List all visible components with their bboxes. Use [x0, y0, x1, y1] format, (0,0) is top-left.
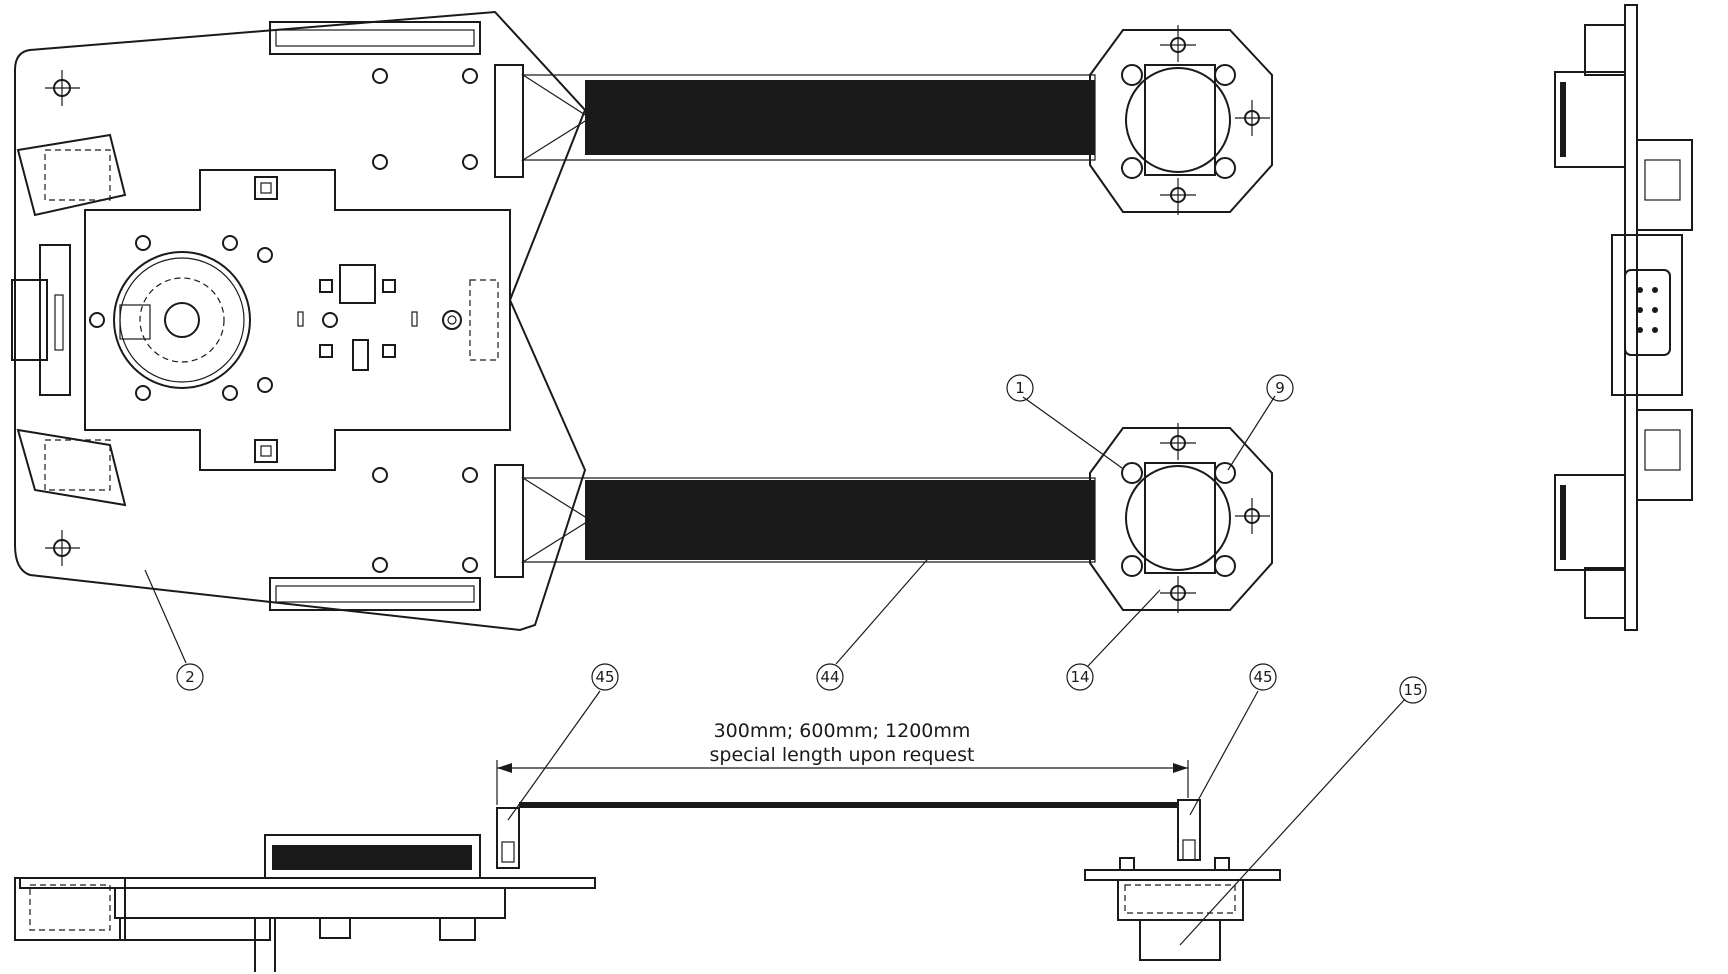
callout-1: 1: [1006, 374, 1123, 469]
side-connector-top: [16, 133, 127, 217]
side-connector-middle: [11, 244, 71, 396]
ribbon-cable-top: [520, 74, 1096, 161]
pin-header-top: [269, 21, 481, 55]
dimension-line-2: special length upon request: [710, 744, 975, 766]
callout-2: 2: [144, 569, 204, 691]
callout-14: 14: [1066, 589, 1161, 691]
callout-45-right: 45: [1189, 663, 1277, 816]
side-connector-bottom: [16, 428, 127, 507]
mount-hole-bottom-left: [45, 530, 80, 566]
svg-text:15: 15: [1403, 681, 1422, 699]
sensor-head-top: [1089, 25, 1273, 215]
callout-9: 9: [1227, 374, 1294, 471]
svg-text:44: 44: [820, 668, 839, 686]
side-view-right: [1554, 4, 1693, 631]
callout-15: 15: [1179, 676, 1427, 946]
svg-text:14: 14: [1070, 668, 1089, 686]
svg-text:2: 2: [185, 668, 195, 686]
length-dimension: 300mm; 600mm; 1200mm special length upon…: [496, 720, 1189, 805]
sensor-head-bottom: [1089, 423, 1273, 613]
svg-text:45: 45: [595, 668, 614, 686]
svg-text:1: 1: [1015, 379, 1025, 397]
svg-text:45: 45: [1253, 668, 1272, 686]
dimension-line-1: 300mm; 600mm; 1200mm: [714, 720, 971, 742]
mount-hole-top-left: [45, 70, 80, 106]
callout-44: 44: [816, 504, 976, 691]
side-view-bottom: [14, 799, 1281, 972]
pin-header-bottom: [269, 577, 481, 611]
callout-45-left: 45: [507, 663, 619, 821]
main-board-top-view: [11, 10, 587, 632]
svg-text:9: 9: [1275, 379, 1285, 397]
ribbon-cable-bottom: [520, 477, 1096, 563]
round-sensor: [113, 251, 251, 389]
